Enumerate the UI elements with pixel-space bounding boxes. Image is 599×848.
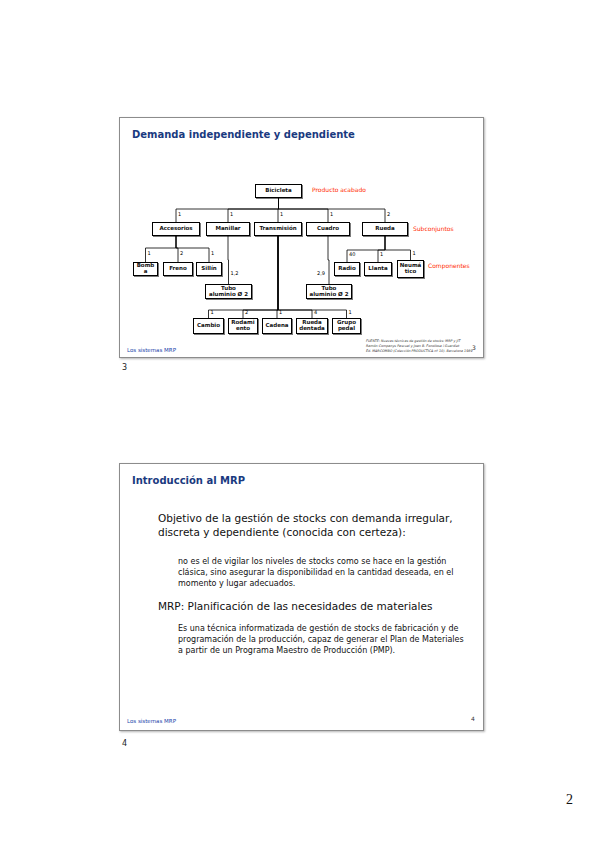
quantity-label: 1 xyxy=(148,251,151,256)
part-name: Neumático xyxy=(398,263,423,275)
tree-connector xyxy=(347,236,385,262)
tree-connector xyxy=(278,236,347,318)
part-name: Rueda xyxy=(374,226,396,232)
sub-bullet-text: Es una técnica informatizada de gestión … xyxy=(178,623,466,656)
part-box: Tubo aluminio Ø 2 xyxy=(306,284,352,299)
part-name: Tubo aluminio Ø 2 xyxy=(206,286,251,298)
part-box: Rueda dentada xyxy=(296,318,328,334)
part-box: Bicicleta xyxy=(255,184,302,198)
part-name: Bicicleta xyxy=(264,188,292,194)
bullet-text: Objetivo de la gestión de stocks con dem… xyxy=(158,512,466,539)
part-box: Cuadro xyxy=(306,222,350,236)
quantity-label: 2 xyxy=(180,251,183,256)
source-note: Ramón Companys Pascual y Joan B. Fonollo… xyxy=(366,345,459,348)
sub-bullet-text: no es el de vigilar los niveles de stock… xyxy=(178,556,466,589)
tree-connector xyxy=(176,198,279,222)
quantity-label: 1 xyxy=(330,212,333,217)
part-name: Cadena xyxy=(264,323,289,329)
part-name: Freno xyxy=(168,266,188,272)
part-box: Neumático xyxy=(397,260,424,278)
quantity-label: 1 xyxy=(178,212,181,217)
quantity-label: 1 xyxy=(280,212,283,217)
quantity-label: 1 xyxy=(349,310,352,315)
quantity-label: 1 xyxy=(211,310,214,315)
quantity-label: 1 xyxy=(380,252,383,257)
part-name: Llanta xyxy=(367,266,388,272)
level-label: Subconjuntos xyxy=(413,226,454,232)
tree-connector xyxy=(278,236,312,318)
slide-number: 3 xyxy=(472,345,476,351)
source-note: Ed. MARCOMBO (Colección PRODUCTICA nº 10… xyxy=(366,350,473,353)
part-box: Tubo aluminio Ø 2 xyxy=(205,284,252,299)
part-name: Transmisión xyxy=(258,226,297,232)
page-number: 2 xyxy=(566,793,573,807)
source-note: FUENTE: Nuevas técnicas de gestión de st… xyxy=(366,340,460,343)
part-box: Sillín xyxy=(196,262,222,276)
part-name: Sillín xyxy=(200,266,217,272)
part-name: Grupo pedal xyxy=(333,320,360,332)
part-name: Tubo aluminio Ø 2 xyxy=(307,286,351,298)
level-label: Componentes xyxy=(428,263,470,269)
part-name: Cambio xyxy=(196,323,221,329)
tree-connector xyxy=(176,236,209,262)
slide-number: 4 xyxy=(471,716,475,722)
quantity-label: 40 xyxy=(349,252,355,257)
tree-connector xyxy=(176,236,178,262)
part-box: Freno xyxy=(163,262,193,276)
slide-title: Demanda independiente y dependiente xyxy=(132,129,472,141)
quantity-label: 2 xyxy=(245,310,248,315)
tree-connector xyxy=(278,198,280,222)
quantity-label: 1 xyxy=(279,310,282,315)
part-box: Manillar xyxy=(206,222,250,236)
tree-connector xyxy=(209,236,279,318)
part-name: Rueda dentada xyxy=(297,320,327,332)
slide-index: 3 xyxy=(122,364,127,372)
tree-connector xyxy=(279,198,386,222)
quantity-label: 1,2 xyxy=(231,271,239,276)
part-box: Cambio xyxy=(193,318,224,334)
slide-frame: Demanda independiente y dependienteBicic… xyxy=(119,117,484,358)
tree-connector xyxy=(228,198,279,222)
slide-footer: Los sistemas MRP xyxy=(127,348,176,354)
level-label: Producto acabado xyxy=(312,187,366,193)
tree-connector xyxy=(385,236,411,260)
tree-connector xyxy=(277,236,278,318)
slide-title: Introducción al MRP xyxy=(132,475,472,487)
quantity-label: 1 xyxy=(211,251,214,256)
part-name: Radio xyxy=(337,266,357,272)
part-box: Accesorios xyxy=(152,222,200,236)
part-box: Rueda xyxy=(362,222,408,236)
part-name: Accesorios xyxy=(158,226,193,232)
quantity-label: 4 xyxy=(314,310,317,315)
part-box: Radio xyxy=(334,262,360,276)
part-box: Transmisión xyxy=(254,222,302,236)
tree-connector xyxy=(378,236,385,262)
quantity-label: 2 xyxy=(387,212,390,217)
tree-connector xyxy=(146,236,177,262)
tree-connector xyxy=(228,236,230,284)
quantity-label: 1 xyxy=(413,251,416,256)
tree-connector xyxy=(243,236,278,318)
part-box: Bomba xyxy=(133,262,158,276)
tree-connector xyxy=(279,198,329,222)
part-name: Bomba xyxy=(134,263,157,275)
bullet-text: MRP: Planificación de las necesidades de… xyxy=(158,600,478,614)
part-box: Grupo pedal xyxy=(332,318,361,334)
slide-index: 4 xyxy=(122,740,127,748)
part-box: Rodamiento xyxy=(228,318,258,334)
slide-frame: Introducción al MRP Objetivo de la gestió… xyxy=(119,463,484,731)
part-box: Llanta xyxy=(364,262,392,276)
quantity-label: 2,9 xyxy=(317,271,325,276)
part-name: Rodamiento xyxy=(229,320,257,332)
part-box: Cadena xyxy=(262,318,292,334)
tree-connector xyxy=(328,236,329,284)
slide-footer: Los sistemas MRP xyxy=(127,719,176,725)
part-name: Cuadro xyxy=(316,226,340,232)
part-name: Manillar xyxy=(214,226,241,232)
quantity-label: 1 xyxy=(230,212,233,217)
